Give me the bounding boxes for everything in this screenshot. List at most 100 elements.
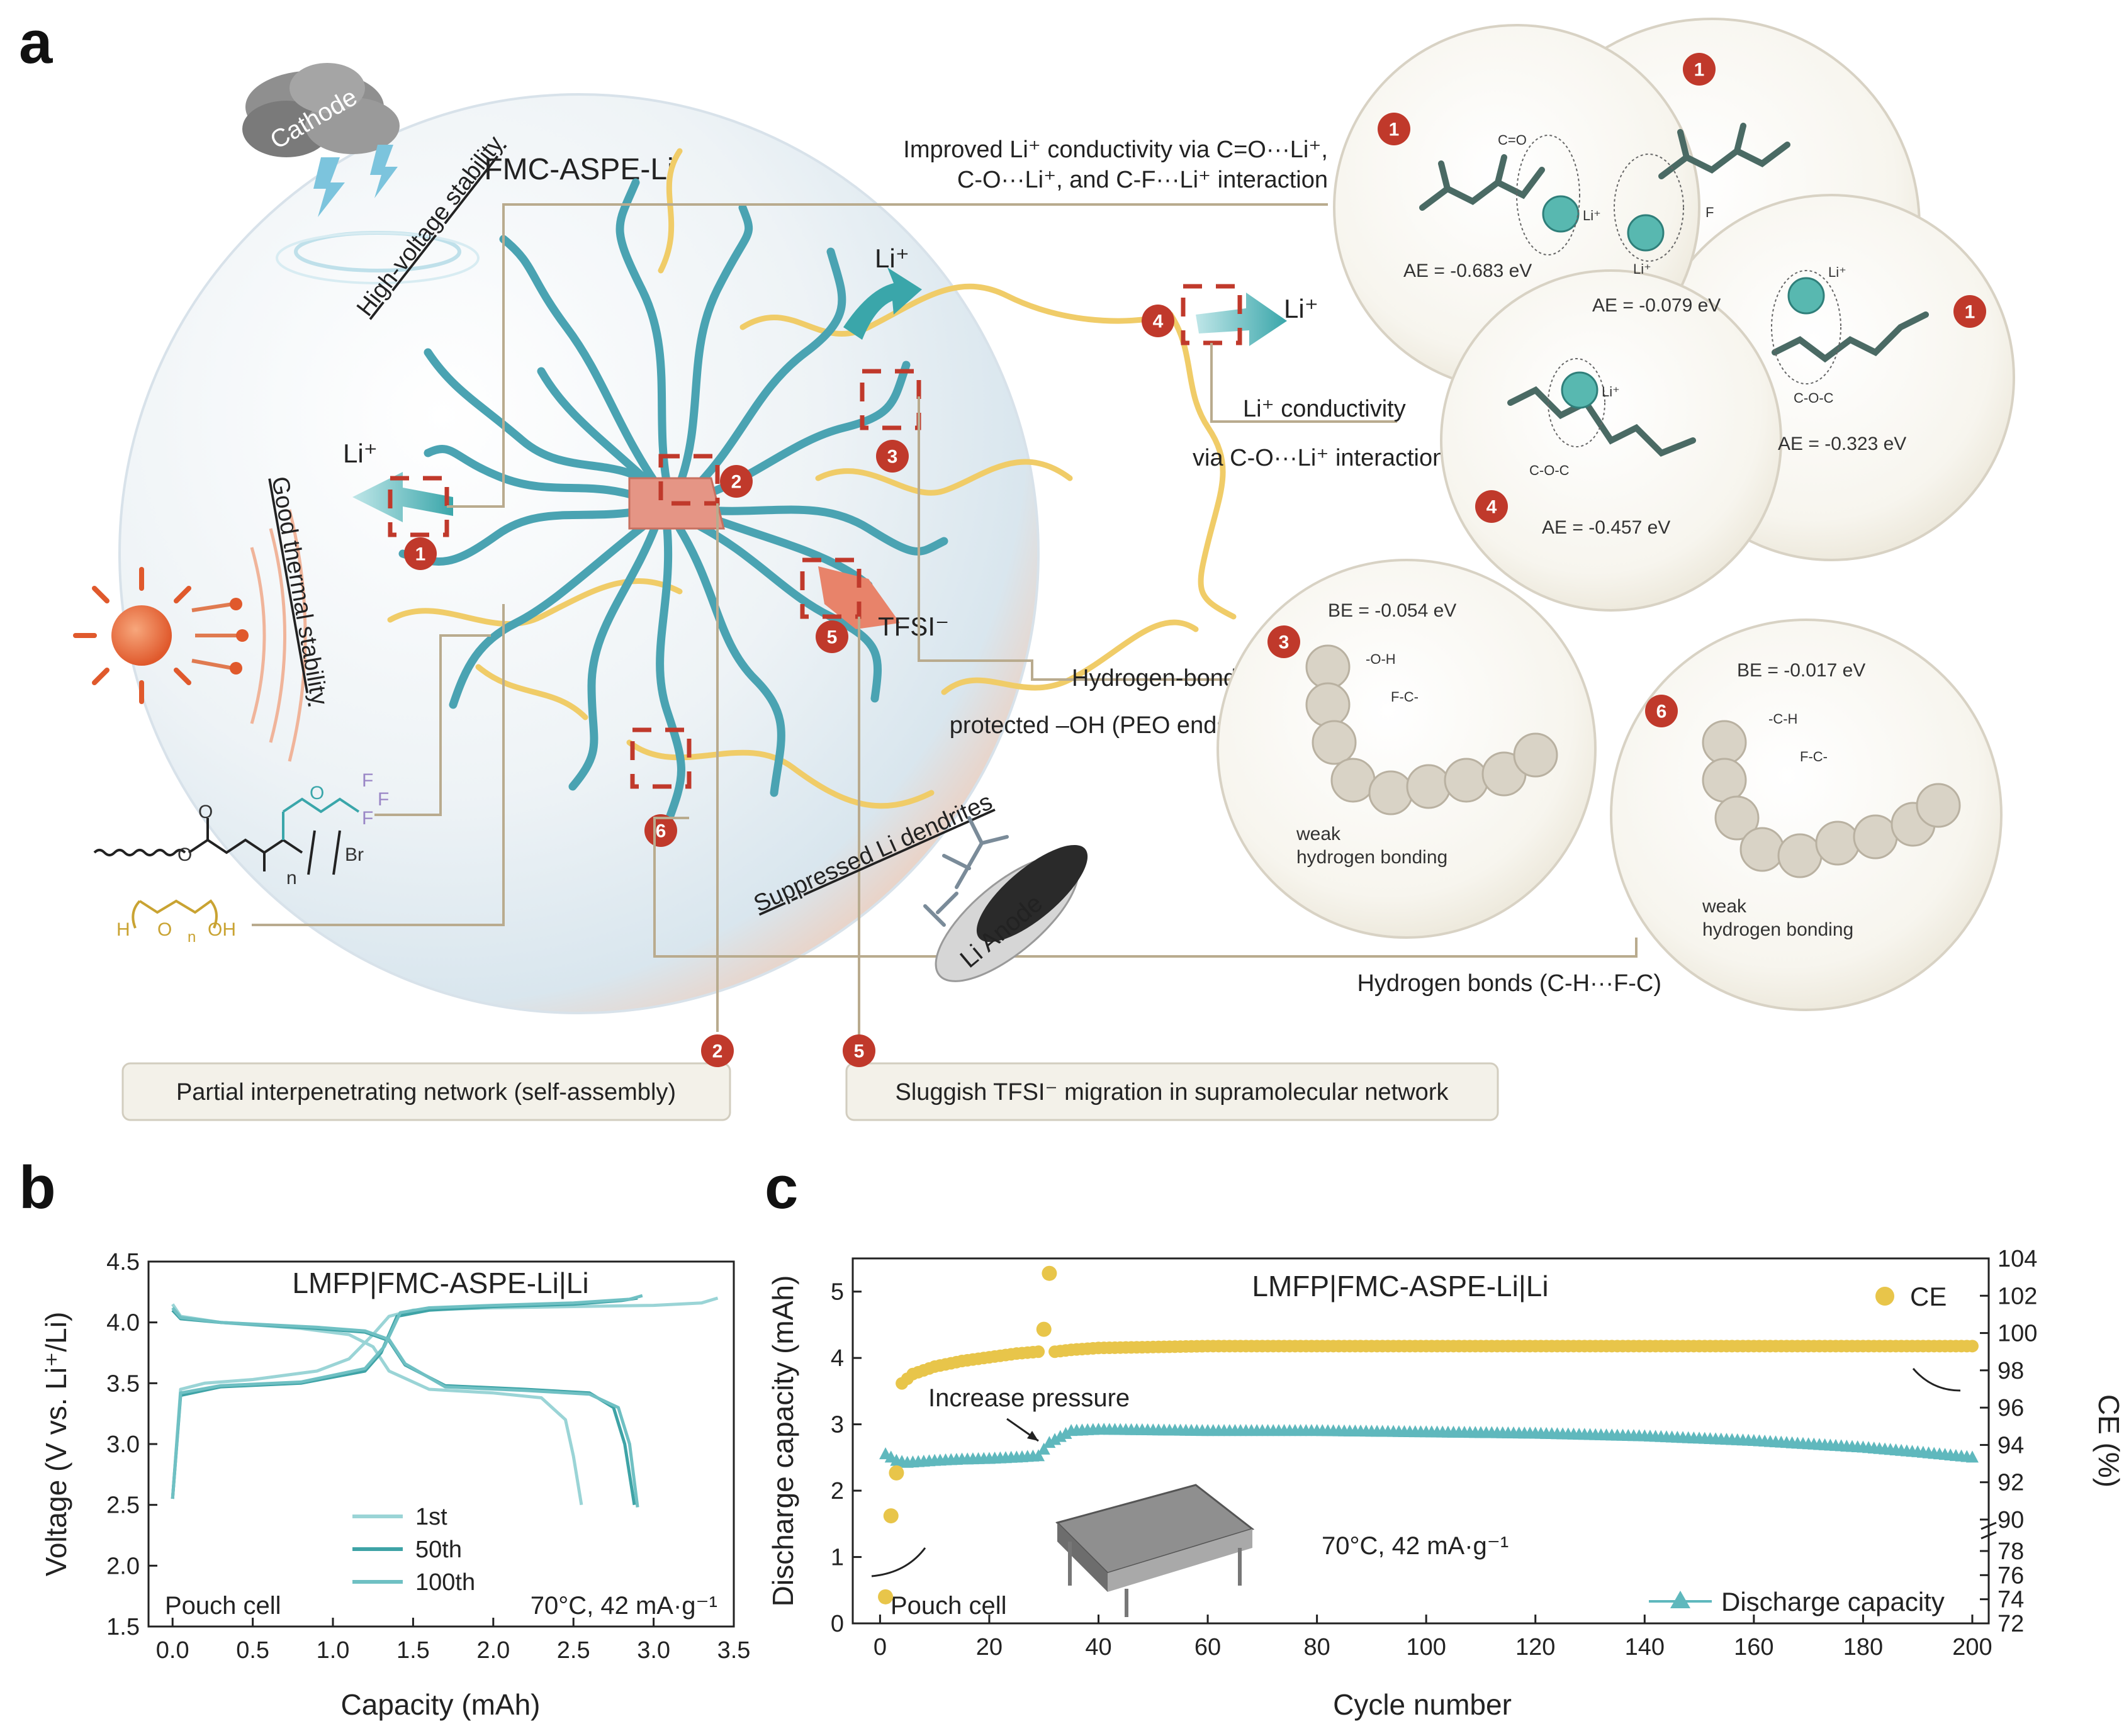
struct-f-2: F: [378, 789, 389, 810]
polymer-chains: [398, 178, 948, 829]
mol-label-li-4: Li⁺: [1602, 384, 1620, 400]
chart-b-xtick-label: 2.0: [476, 1637, 510, 1664]
svg-text:2: 2: [712, 1041, 723, 1062]
polymer-structure: [93, 797, 360, 875]
chart-c-xtick-label: 100: [1406, 1634, 1446, 1660]
badge-bubble-3: 3: [1267, 625, 1300, 658]
chart-b-legend-label-100th: 100th: [415, 1569, 475, 1596]
struct-o-2: O: [177, 844, 192, 865]
sphere-title: FMC-ASPE-Li: [484, 153, 673, 186]
badge-bubble-1c: 1: [1953, 295, 1986, 328]
chart-c: LMFP|FMC-ASPE-Li|Li Discharge capacity (…: [767, 1246, 2124, 1721]
chart-c-ytick-right-label: 96: [1998, 1395, 2024, 1421]
chart-c-ytick-right-label: 104: [1998, 1246, 2037, 1272]
molecule-3: [1772, 311, 1929, 363]
chart-b-xtick-label: 3.0: [637, 1637, 670, 1664]
svg-text:6: 6: [1656, 702, 1667, 722]
chart-b-xtick-label: 3.5: [717, 1637, 751, 1664]
energy-ae2: AE = -0.079 eV: [1592, 295, 1721, 316]
svg-text:CE: CE: [1910, 1282, 1947, 1311]
chart-c-discharge-point: [1965, 1450, 1979, 1463]
struct-n-2: n: [188, 929, 196, 946]
molecule-5: [1305, 644, 1558, 815]
legend-dc: Discharge capacity: [1649, 1587, 1945, 1616]
chart-c-ytick-right-label: 92: [1998, 1470, 2024, 1496]
badge-site-1: 1: [404, 537, 437, 570]
chart-b-xlabel: Capacity (mAh): [341, 1688, 541, 1721]
chart-c-xlabel: Cycle number: [1333, 1688, 1512, 1721]
chart-c-xtick-label: 60: [1194, 1634, 1221, 1660]
svg-text:6: 6: [656, 821, 666, 842]
li-ion-3: [1787, 277, 1825, 315]
li-label-right: Li⁺: [1284, 294, 1318, 323]
chart-b-ytick-label: 3.5: [106, 1370, 140, 1397]
chart-c-ce-point: [883, 1508, 899, 1524]
annotation-conductivity-2: C-O···Li⁺, and C-F···Li⁺ interaction: [957, 167, 1328, 193]
molecule-2: [1658, 123, 1790, 179]
mol-label-oh: -O-H: [1366, 651, 1396, 667]
chart-c-xtick-label: 80: [1303, 1634, 1330, 1660]
struct-br: Br: [345, 844, 364, 865]
chart-b-ytick-label: 3.0: [106, 1431, 140, 1458]
chart-c-ytick-left-label: 2: [831, 1478, 844, 1504]
site-box-2: [658, 454, 720, 506]
svg-text:1: 1: [1965, 302, 1975, 323]
svg-text:3: 3: [887, 447, 898, 468]
struct-o-1: O: [198, 802, 213, 822]
chart-b-series-100th-discharge: [171, 1306, 639, 1508]
box-network-text: Partial interpenetrating network (self-a…: [176, 1079, 676, 1106]
struct-o-3: O: [310, 783, 324, 804]
peo-structure: [132, 899, 218, 929]
chart-b-xtick-label: 1.0: [317, 1637, 350, 1664]
sun-icon: [73, 567, 249, 704]
hbond-label-2: hydrogen bonding: [1702, 919, 1853, 940]
annotation-conductivity-1: Improved Li⁺ conductivity via C=O···Li⁺,: [903, 137, 1328, 163]
struct-h: H: [116, 919, 130, 940]
chart-c-xtick-label: 160: [1734, 1634, 1773, 1660]
chart-c-ce-point: [889, 1465, 904, 1481]
interaction-ellipse-4: [1548, 358, 1605, 447]
li-ion-1: [1542, 195, 1580, 233]
chart-c-ytick-left-label: 3: [831, 1412, 844, 1438]
energy-be6: BE = -0.017 eV: [1737, 660, 1865, 681]
chart-b-ytick-label: 2.0: [106, 1553, 140, 1579]
mol-label-coc-2: C-O-C: [1529, 462, 1570, 478]
right-axis-arrow: [1912, 1368, 1961, 1392]
chart-b-series-50th-charge: [171, 1296, 638, 1499]
chart-b-xtick-label: 2.5: [557, 1637, 590, 1664]
chart-c-discharge-point: [1032, 1449, 1045, 1462]
struct-o-peo: O: [157, 919, 172, 940]
chart-b-title: LMFP|FMC-ASPE-Li|Li: [292, 1267, 588, 1299]
li-ion-2: [1627, 214, 1665, 252]
struct-oh: OH: [208, 919, 236, 940]
chart-c-ce-point: [1042, 1265, 1057, 1281]
chart-c-ce-point: [1036, 1321, 1052, 1337]
struct-f-1: F: [362, 770, 373, 791]
annotation-hbonds-ch: Hydrogen bonds (C-H···F-C): [1357, 970, 1661, 997]
voltage-glow-outer: [276, 232, 480, 284]
chart-c-xtick-label: 180: [1843, 1634, 1883, 1660]
leader-lines: [252, 203, 1638, 1044]
chart-c-axis-break: [1981, 1521, 1997, 1530]
energy-ae4: AE = -0.457 eV: [1542, 517, 1670, 538]
badge-site-6: 6: [644, 814, 677, 847]
site-box-1: [388, 476, 449, 537]
chart-c-ytick-left-label: 1: [831, 1545, 844, 1571]
chart-b-series-100th-charge: [171, 1294, 643, 1499]
chart-b-ytick-label: 4.5: [106, 1249, 140, 1275]
chart-b: LMFP|FMC-ASPE-Li|Li Voltage (V vs. Li⁺/L…: [40, 1249, 750, 1721]
svg-text:1: 1: [415, 544, 426, 565]
li-label-left: Li⁺: [343, 439, 378, 468]
energy-be3: BE = -0.054 eV: [1328, 600, 1456, 621]
mol-label-li-1: Li⁺: [1583, 208, 1601, 223]
chart-c-ce-point: [1032, 1345, 1045, 1358]
badge-site-5: 5: [816, 620, 848, 653]
energy-ae3: AE = -0.323 eV: [1778, 434, 1906, 454]
svg-text:3: 3: [1279, 632, 1290, 653]
badge-bubble-1b: 1: [1683, 53, 1716, 86]
mol-label-li-2: Li⁺: [1633, 261, 1651, 277]
chart-b-ytick-label: 1.5: [106, 1614, 140, 1640]
interaction-ellipse-2: [1614, 154, 1684, 262]
chart-c-ce-point: [878, 1589, 894, 1604]
